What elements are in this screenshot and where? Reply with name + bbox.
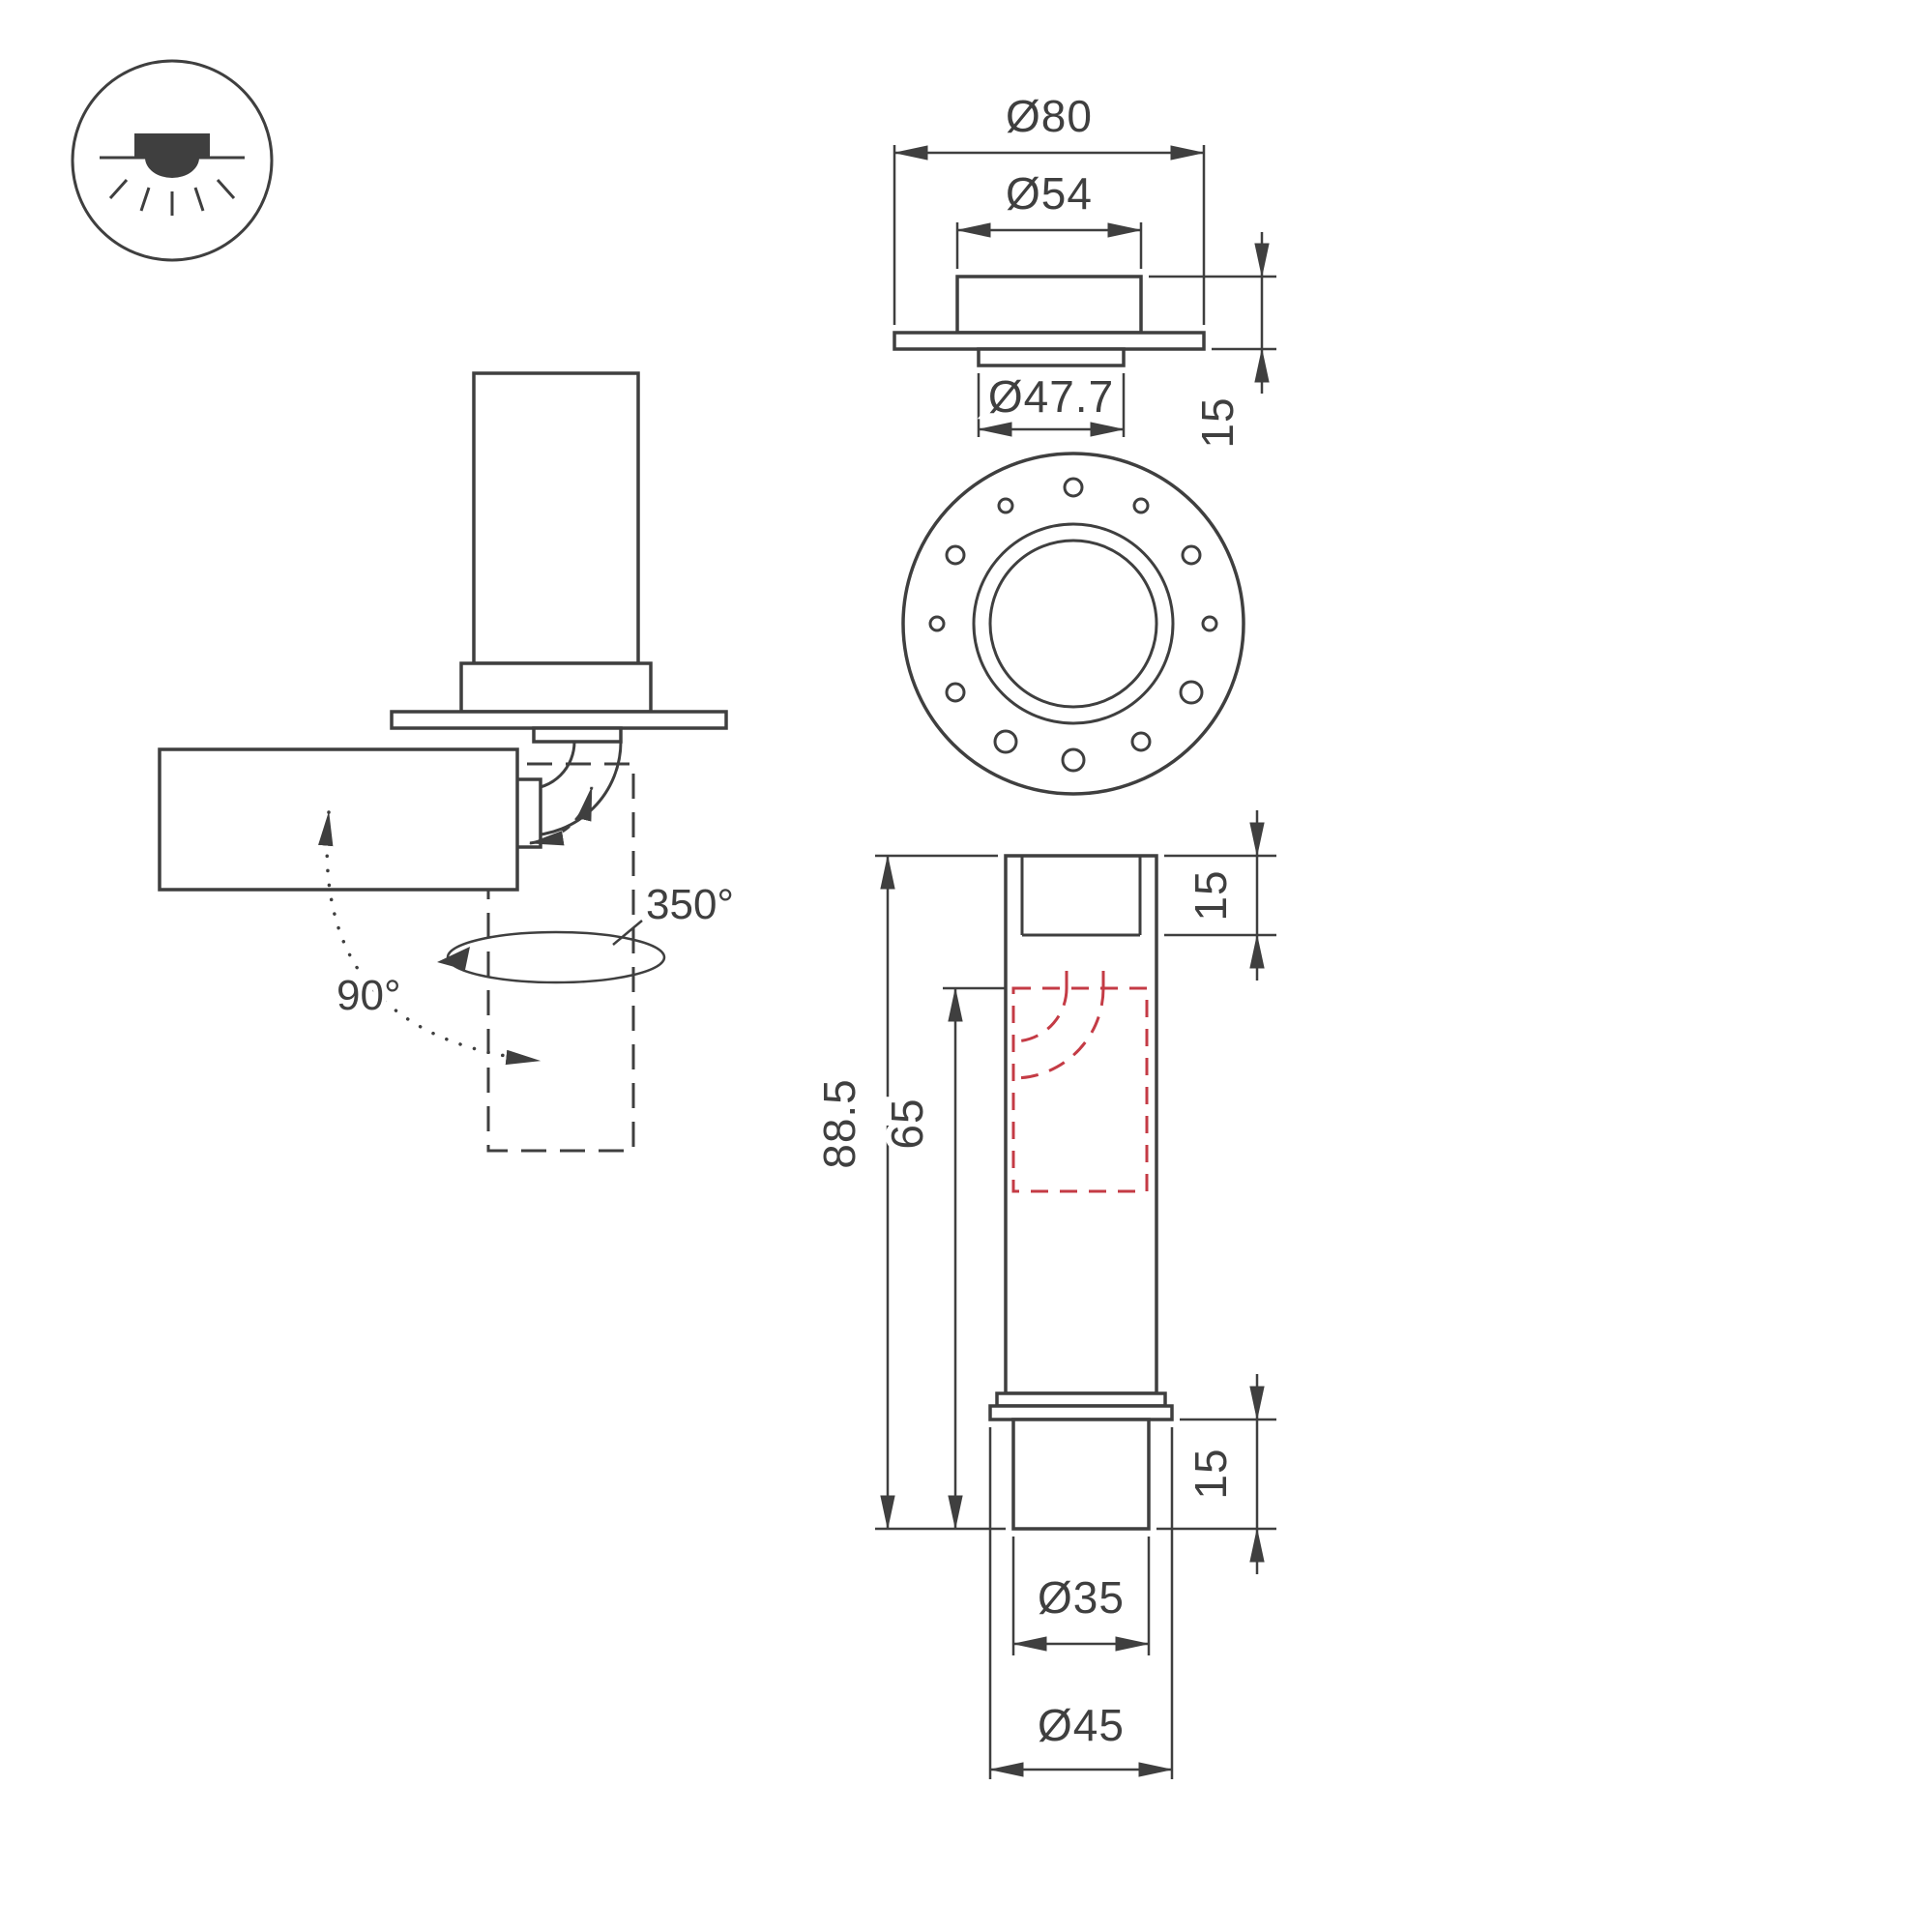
bezel-inner-ring — [988, 539, 1158, 709]
dim-label: 15 — [1186, 1448, 1236, 1499]
side-view: 350° 90° — [158, 371, 739, 1153]
dim-extension-lines — [875, 854, 1006, 1531]
top-view: Ø80 Ø54 Ø47.7 15 — [893, 85, 1276, 454]
dim-label: 15 — [1192, 396, 1243, 448]
dim-extension-lines — [1011, 1537, 1151, 1655]
icon-circle — [71, 59, 274, 262]
dim-label: Ø47.7 — [988, 371, 1114, 422]
tube-inner-walls — [1020, 856, 1142, 937]
pan-angle-label: 350° — [646, 881, 734, 928]
collar-ring-upper — [995, 1391, 1167, 1408]
elbow-joint-block — [513, 777, 542, 849]
mounting-flange — [390, 710, 728, 730]
icon-lamp-dome — [145, 158, 199, 178]
lamp-head — [158, 747, 519, 892]
dim-tube-section: 15 — [1156, 1374, 1276, 1574]
pan-rotation-ellipse — [446, 930, 666, 984]
recessed-downlight-icon — [71, 59, 274, 262]
bezel-outer-ring — [972, 522, 1175, 725]
dim-label: 15 — [1186, 869, 1236, 921]
dim-label: Ø45 — [1038, 1700, 1125, 1750]
dim-extension-lines — [988, 1427, 1174, 1779]
mounting-holes — [928, 477, 1218, 773]
elbow-stubs — [1065, 961, 1105, 988]
lamp-collar — [459, 661, 653, 714]
icon-light-rays — [108, 178, 236, 216]
flange-neck — [532, 726, 623, 744]
dim-label: Ø54 — [1006, 168, 1093, 219]
elbow-arcs — [1012, 987, 1105, 1080]
dim-flange-outer: Ø80 — [893, 85, 1206, 325]
dim-head-section: 15 — [1164, 810, 1276, 981]
dim-label: Ø35 — [1038, 1572, 1125, 1623]
dim-collar: Ø45 — [988, 1427, 1174, 1779]
dim-body-height: 65 — [876, 986, 1006, 1531]
flange-outline — [901, 452, 1245, 796]
top-neck — [977, 347, 1126, 367]
tilt-angle-label: 90° — [337, 972, 401, 1019]
drawing-root: 350° 90° Ø80 Ø54 Ø47.7 — [71, 59, 1276, 1779]
dim-label: 88.5 — [814, 1078, 864, 1169]
dim-neck: Ø47.7 — [977, 366, 1126, 437]
dim-cap: Ø54 — [955, 162, 1143, 269]
body-tube — [1004, 854, 1158, 1395]
top-flange — [893, 331, 1206, 351]
pan-leader-line — [612, 920, 643, 946]
front-view — [901, 452, 1245, 796]
dim-label: Ø80 — [1006, 91, 1093, 141]
dim-tube: Ø35 — [1011, 1537, 1151, 1655]
dim-extension-lines — [893, 145, 1206, 325]
dim-label: 65 — [882, 1098, 932, 1149]
icon-fixture-body — [134, 133, 210, 158]
dim-total-height: 88.5 — [808, 854, 1006, 1531]
lamp-tube — [472, 371, 640, 665]
tilt-arc — [318, 810, 542, 1066]
lower-tube — [1011, 1418, 1151, 1531]
top-cap — [955, 275, 1143, 335]
cable-elbow-red — [1011, 961, 1149, 1193]
section-view: 15 88.5 65 15 Ø35 — [808, 810, 1276, 1779]
collar-ring-lower — [988, 1404, 1174, 1421]
dim-cap-height: 15 — [1149, 232, 1276, 454]
